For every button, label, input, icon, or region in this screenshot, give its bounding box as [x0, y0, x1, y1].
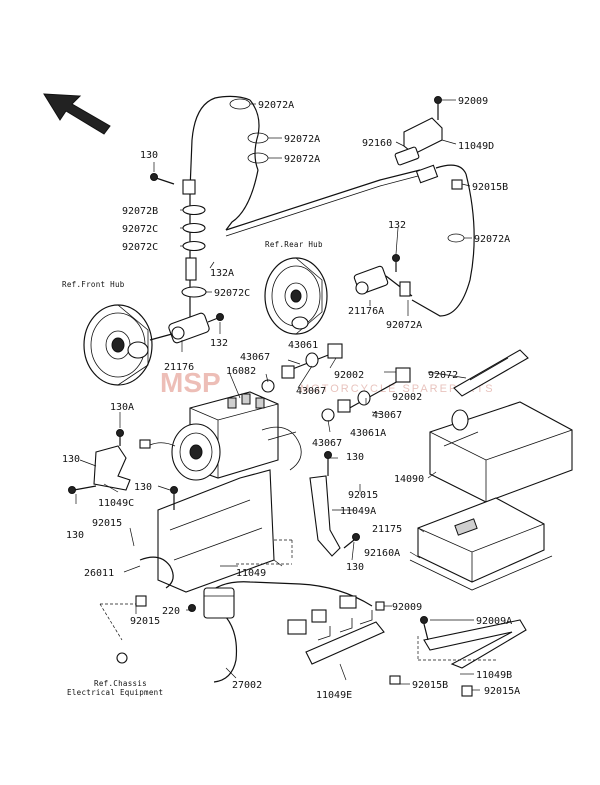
part-label: 130A: [110, 402, 134, 413]
part-label: 43067: [240, 352, 270, 363]
ecu-tray: [409, 497, 553, 591]
part-label: 92072A: [258, 100, 294, 111]
part-label: 130: [62, 454, 80, 465]
front-direction-arrow-icon: [43, 93, 111, 135]
part-label: 130: [346, 562, 364, 573]
rear-hub-rotor: [264, 257, 328, 335]
part-label: 92072B: [122, 206, 158, 217]
part-label: 11049D: [458, 141, 494, 152]
part-label: 92072A: [474, 234, 510, 245]
front-sensor-cable: [150, 95, 269, 320]
part-label: 92002: [392, 392, 422, 403]
part-label: 130: [346, 452, 364, 463]
part-label: 16082: [226, 366, 256, 377]
part-label: 92002: [334, 370, 364, 381]
part-label: 92072C: [214, 288, 250, 299]
watermark-brand: MSP: [160, 367, 221, 398]
part-label: 220: [162, 606, 180, 617]
pipe-fittings: [261, 343, 411, 422]
part-label: 11049A: [340, 506, 376, 517]
part-label: 43067: [372, 410, 402, 421]
bracket-11049D: [394, 96, 463, 190]
part-label: 130: [66, 530, 84, 541]
part-label: 43067: [312, 438, 342, 449]
abs-control-unit: [429, 401, 573, 503]
front-wheel-sensor: [149, 312, 224, 344]
part-label: 26011: [84, 568, 114, 579]
leader-lines: [75, 99, 498, 691]
part-label: 21175: [372, 524, 402, 535]
part-label: 92009A: [476, 616, 512, 627]
part-label: 92015: [92, 518, 122, 529]
part-label: 130: [140, 150, 158, 161]
part-label: 92072A: [386, 320, 422, 331]
part-label: 14090: [394, 474, 424, 485]
part-label: 92015: [130, 616, 160, 627]
part-label: 92160A: [364, 548, 400, 559]
part-label: 11049C: [98, 498, 134, 509]
part-label: 92015B: [412, 680, 448, 691]
wiring-harness: [116, 556, 527, 697]
part-label: 21176A: [348, 306, 384, 317]
part-label: 92009: [458, 96, 488, 107]
part-label: 92072C: [122, 242, 158, 253]
reference-labels: Ref.Front Hub Ref.Rear Hub Ref.Chassis E…: [62, 240, 323, 697]
rear-sensor-cable: [225, 164, 475, 317]
part-label: 92072A: [284, 154, 320, 165]
strap-92072: [453, 349, 529, 397]
part-label: 132: [210, 338, 228, 349]
part-label: 92072: [428, 370, 458, 381]
part-label: 92015B: [472, 182, 508, 193]
part-label: 130: [134, 482, 152, 493]
part-number-labels: 92072A 92072A 92072A 92009 11049D 92160 …: [62, 96, 520, 701]
part-label: 132: [388, 220, 406, 231]
ref-chassis: Ref.Chassis: [94, 679, 147, 688]
front-hub-rotor: [83, 304, 153, 386]
part-label: 11049E: [316, 690, 352, 701]
ref-front-hub: Ref.Front Hub: [62, 280, 125, 289]
part-label: 92072A: [284, 134, 320, 145]
watermark-tagline: MOTORCYCLE SPAREPARTS: [300, 383, 495, 395]
part-label: 11049B: [476, 670, 512, 681]
part-label: 21176: [164, 362, 194, 373]
part-label: 43067: [296, 386, 326, 397]
part-label: 92072C: [122, 224, 158, 235]
part-label: 11049: [236, 568, 266, 579]
ref-electrical-equipment: Electrical Equipment: [67, 688, 163, 697]
part-label: 27002: [232, 680, 262, 691]
ref-rear-hub: Ref.Rear Hub: [265, 240, 323, 249]
part-label: 92015A: [484, 686, 520, 697]
watermark: MSP MOTORCYCLE SPAREPARTS: [160, 367, 495, 398]
part-label: 43061: [288, 340, 318, 351]
part-label: 43061A: [350, 428, 386, 439]
abs-hydraulic-unit: [139, 391, 302, 481]
part-label: 132A: [210, 268, 234, 279]
part-label: 92015: [348, 490, 378, 501]
mount-brackets: [68, 429, 360, 593]
part-label: 92160: [362, 138, 392, 149]
part-label: 92009: [392, 602, 422, 613]
